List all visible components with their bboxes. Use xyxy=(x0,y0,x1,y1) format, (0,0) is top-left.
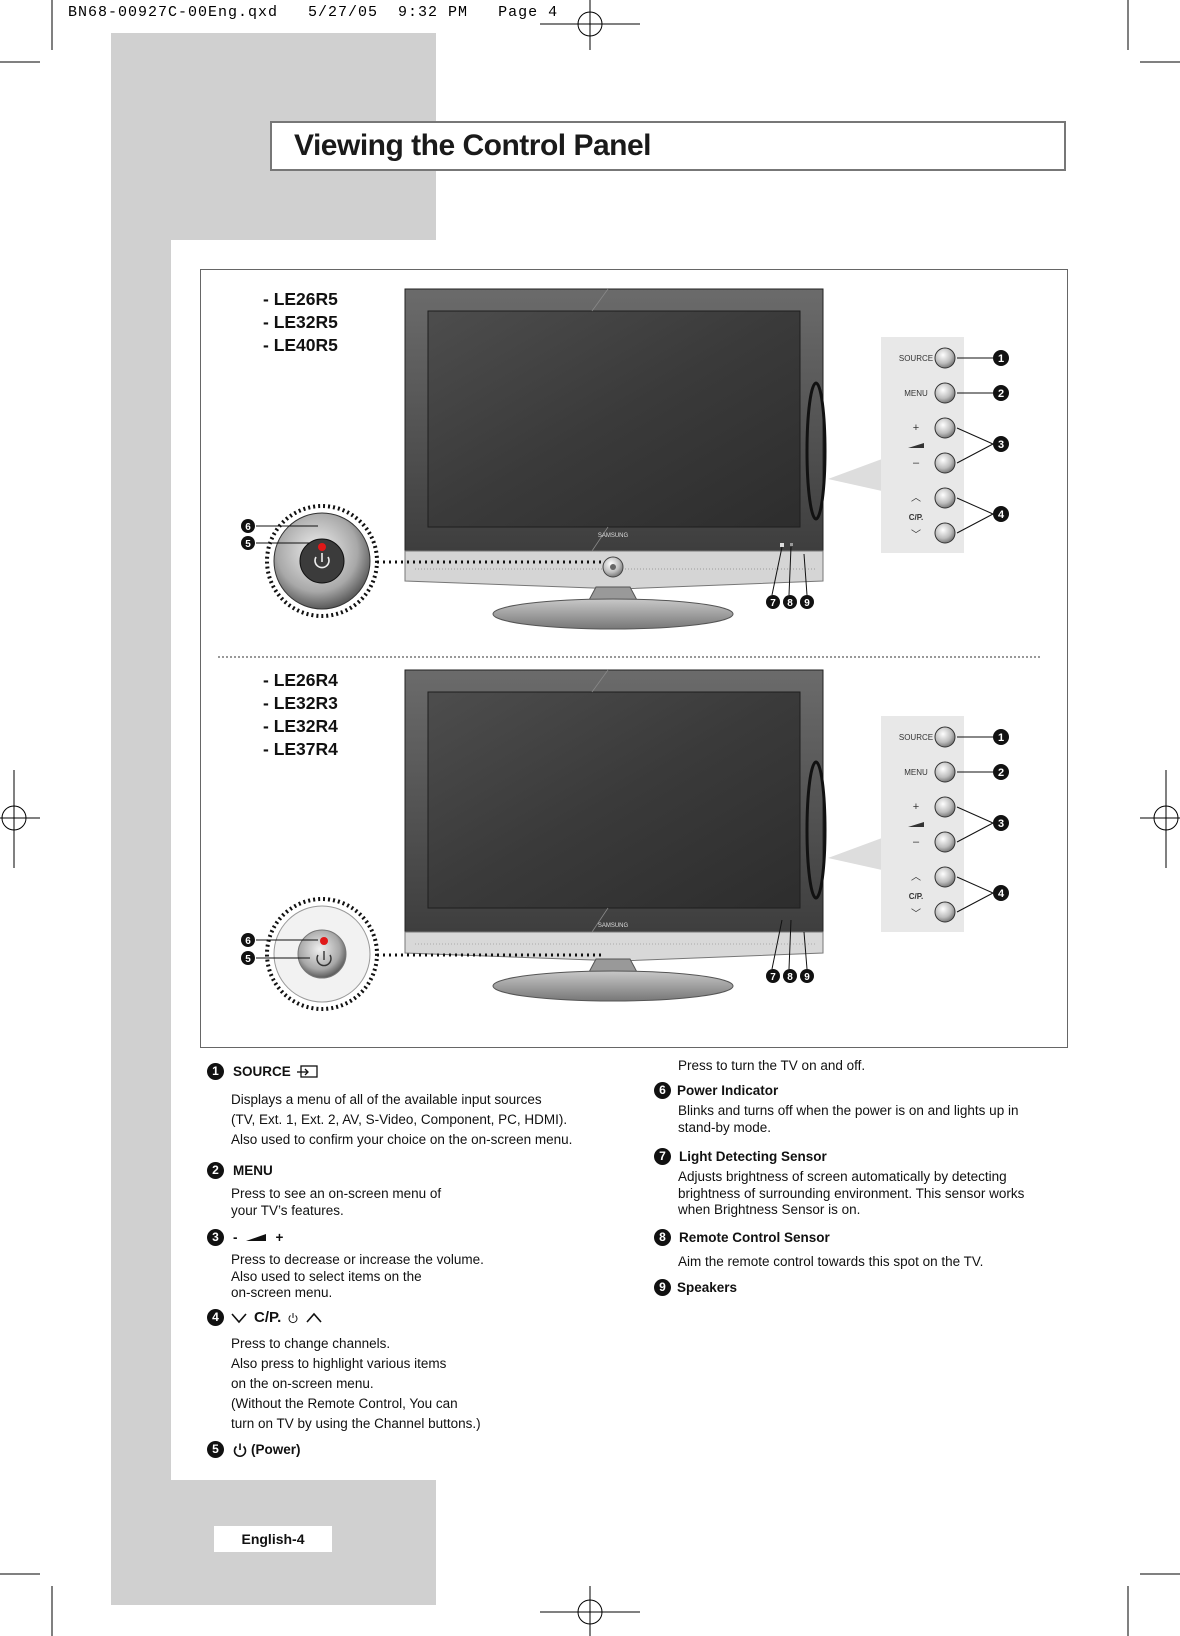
svg-text:C/P.: C/P. xyxy=(909,892,924,901)
item-power-body: Press to turn the TV on and off. xyxy=(678,1058,866,1073)
svg-text:–: – xyxy=(913,836,920,848)
item-source: 1 SOURCE Displays a menu of all of the a… xyxy=(207,1063,627,1150)
svg-text:4: 4 xyxy=(998,888,1005,900)
callout-number: 4 xyxy=(207,1309,224,1326)
page-title: Viewing the Control Panel xyxy=(294,129,652,162)
figure-divider xyxy=(218,656,1040,658)
svg-text:7: 7 xyxy=(770,972,776,983)
item-power: 5 (Power) xyxy=(207,1441,627,1458)
callout-number: 6 xyxy=(654,1082,671,1099)
item-title: Speakers xyxy=(677,1280,738,1295)
volume-plus-label: + xyxy=(275,1230,284,1245)
callout-number: 9 xyxy=(654,1279,671,1296)
svg-text:9: 9 xyxy=(804,598,810,609)
item-title: SOURCE xyxy=(233,1064,291,1079)
item-title: Light Detecting Sensor xyxy=(679,1149,827,1164)
svg-text:8: 8 xyxy=(787,972,793,983)
svg-text:︿: ︿ xyxy=(911,872,921,883)
model-name: - LE32R5 xyxy=(263,312,338,332)
item-body: Press to decrease or increase the volume… xyxy=(231,1252,484,1300)
tv-brand-logo: SAMSUNG xyxy=(598,533,629,539)
svg-text:﹀: ﹀ xyxy=(911,908,921,920)
svg-text:1: 1 xyxy=(998,353,1004,365)
model-name: - LE32R4 xyxy=(263,716,338,736)
svg-text:︿: ︿ xyxy=(911,493,921,504)
callout-number: 5 xyxy=(207,1441,224,1458)
item-light-sensor: 7 Light Detecting Sensor Adjusts brightn… xyxy=(654,1148,1074,1219)
svg-text:3: 3 xyxy=(998,818,1004,830)
item-body: Press to see an on-screen menu of your T… xyxy=(231,1186,442,1218)
callout-number: 2 xyxy=(207,1162,224,1179)
item-title: C/P. xyxy=(254,1309,282,1326)
model-list-bottom: - LE26R4 - LE32R3 - LE32R4 - LE37R4 xyxy=(263,669,338,761)
item-title: (Power) xyxy=(251,1442,301,1457)
print-slug: BN68-00927C-00Eng.qxd 5/27/05 9:32 PM Pa… xyxy=(68,4,559,21)
svg-text:7: 7 xyxy=(770,598,776,609)
svg-text:6: 6 xyxy=(245,522,251,533)
item-remote-sensor: 8 Remote Control Sensor Aim the remote c… xyxy=(654,1229,1074,1272)
chevron-up-icon xyxy=(306,1312,322,1323)
tv-brand-logo: SAMSUNG xyxy=(598,923,629,929)
svg-text:+: + xyxy=(913,801,919,813)
svg-text:C/P.: C/P. xyxy=(909,513,924,522)
item-channel: 4 C/P. Press to change channels. Also pr… xyxy=(207,1309,627,1434)
item-volume: 3 - + Press to decrease or increase the … xyxy=(207,1229,627,1302)
callout-number: 8 xyxy=(654,1229,671,1246)
svg-text:2: 2 xyxy=(998,388,1004,400)
item-title: Power Indicator xyxy=(677,1083,779,1098)
svg-text:3: 3 xyxy=(998,439,1004,451)
svg-text:2: 2 xyxy=(998,767,1004,779)
model-name: - LE26R5 xyxy=(263,289,338,309)
power-icon xyxy=(233,1443,247,1457)
tv-illustration-top: 6 5 7 8 9 SOURCE MENU + – ︿ C/P. ﹀ 1 2 3… xyxy=(241,288,1009,630)
svg-text:–: – xyxy=(913,457,920,469)
item-power-indicator: 6 Power Indicator Blinks and turns off w… xyxy=(654,1082,1074,1136)
page-number-label: English-4 xyxy=(214,1526,332,1552)
model-name: - LE32R3 xyxy=(263,693,338,713)
panel-label-menu: MENU xyxy=(904,389,928,398)
item-body: Aim the remote control towards this spot… xyxy=(678,1254,984,1269)
power-icon xyxy=(288,1312,298,1323)
svg-text:8: 8 xyxy=(787,598,793,609)
item-speakers: 9 Speakers xyxy=(654,1279,1074,1296)
volume-icon xyxy=(245,1233,266,1241)
svg-text:+: + xyxy=(913,422,919,434)
item-title: MENU xyxy=(233,1163,273,1178)
item-body: Displays a menu of all of the available … xyxy=(231,1092,573,1147)
svg-text:4: 4 xyxy=(998,509,1005,521)
callout-number: 7 xyxy=(654,1148,671,1165)
callout-number: 3 xyxy=(207,1229,224,1246)
volume-minus-label: - xyxy=(233,1230,238,1245)
chevron-down-icon xyxy=(231,1312,247,1323)
svg-text:SOURCE: SOURCE xyxy=(899,733,933,742)
item-menu: 2 MENU Press to see an on-screen menu of… xyxy=(207,1162,627,1219)
svg-text:﹀: ﹀ xyxy=(911,529,921,541)
item-body: Blinks and turns off when the power is o… xyxy=(678,1103,1019,1135)
model-name: - LE37R4 xyxy=(263,739,338,759)
svg-text:MENU: MENU xyxy=(904,768,928,777)
model-list-top: - LE26R5 - LE32R5 - LE40R5 xyxy=(263,288,338,357)
model-name: - LE40R5 xyxy=(263,335,338,355)
svg-text:6: 6 xyxy=(245,936,251,947)
svg-text:1: 1 xyxy=(998,732,1004,744)
gray-band-left xyxy=(111,240,171,1480)
item-body: Adjusts brightness of screen automatical… xyxy=(678,1169,1025,1217)
model-name: - LE26R4 xyxy=(263,670,338,690)
title-box: Viewing the Control Panel xyxy=(270,121,1066,171)
callout-number: 1 xyxy=(207,1063,224,1080)
item-body: Press to change channels. Also press to … xyxy=(231,1336,481,1431)
item-title: Remote Control Sensor xyxy=(679,1230,830,1245)
svg-text:9: 9 xyxy=(804,972,810,983)
panel-label-source: SOURCE xyxy=(899,354,933,363)
svg-text:5: 5 xyxy=(245,539,251,550)
svg-text:5: 5 xyxy=(245,954,251,965)
tv-illustration-bottom: 6 5 7 8 9 SOURCE MENU + – ︿ C/P. ﹀ 1 2 3… xyxy=(241,669,1009,1011)
input-source-icon xyxy=(296,1064,318,1078)
